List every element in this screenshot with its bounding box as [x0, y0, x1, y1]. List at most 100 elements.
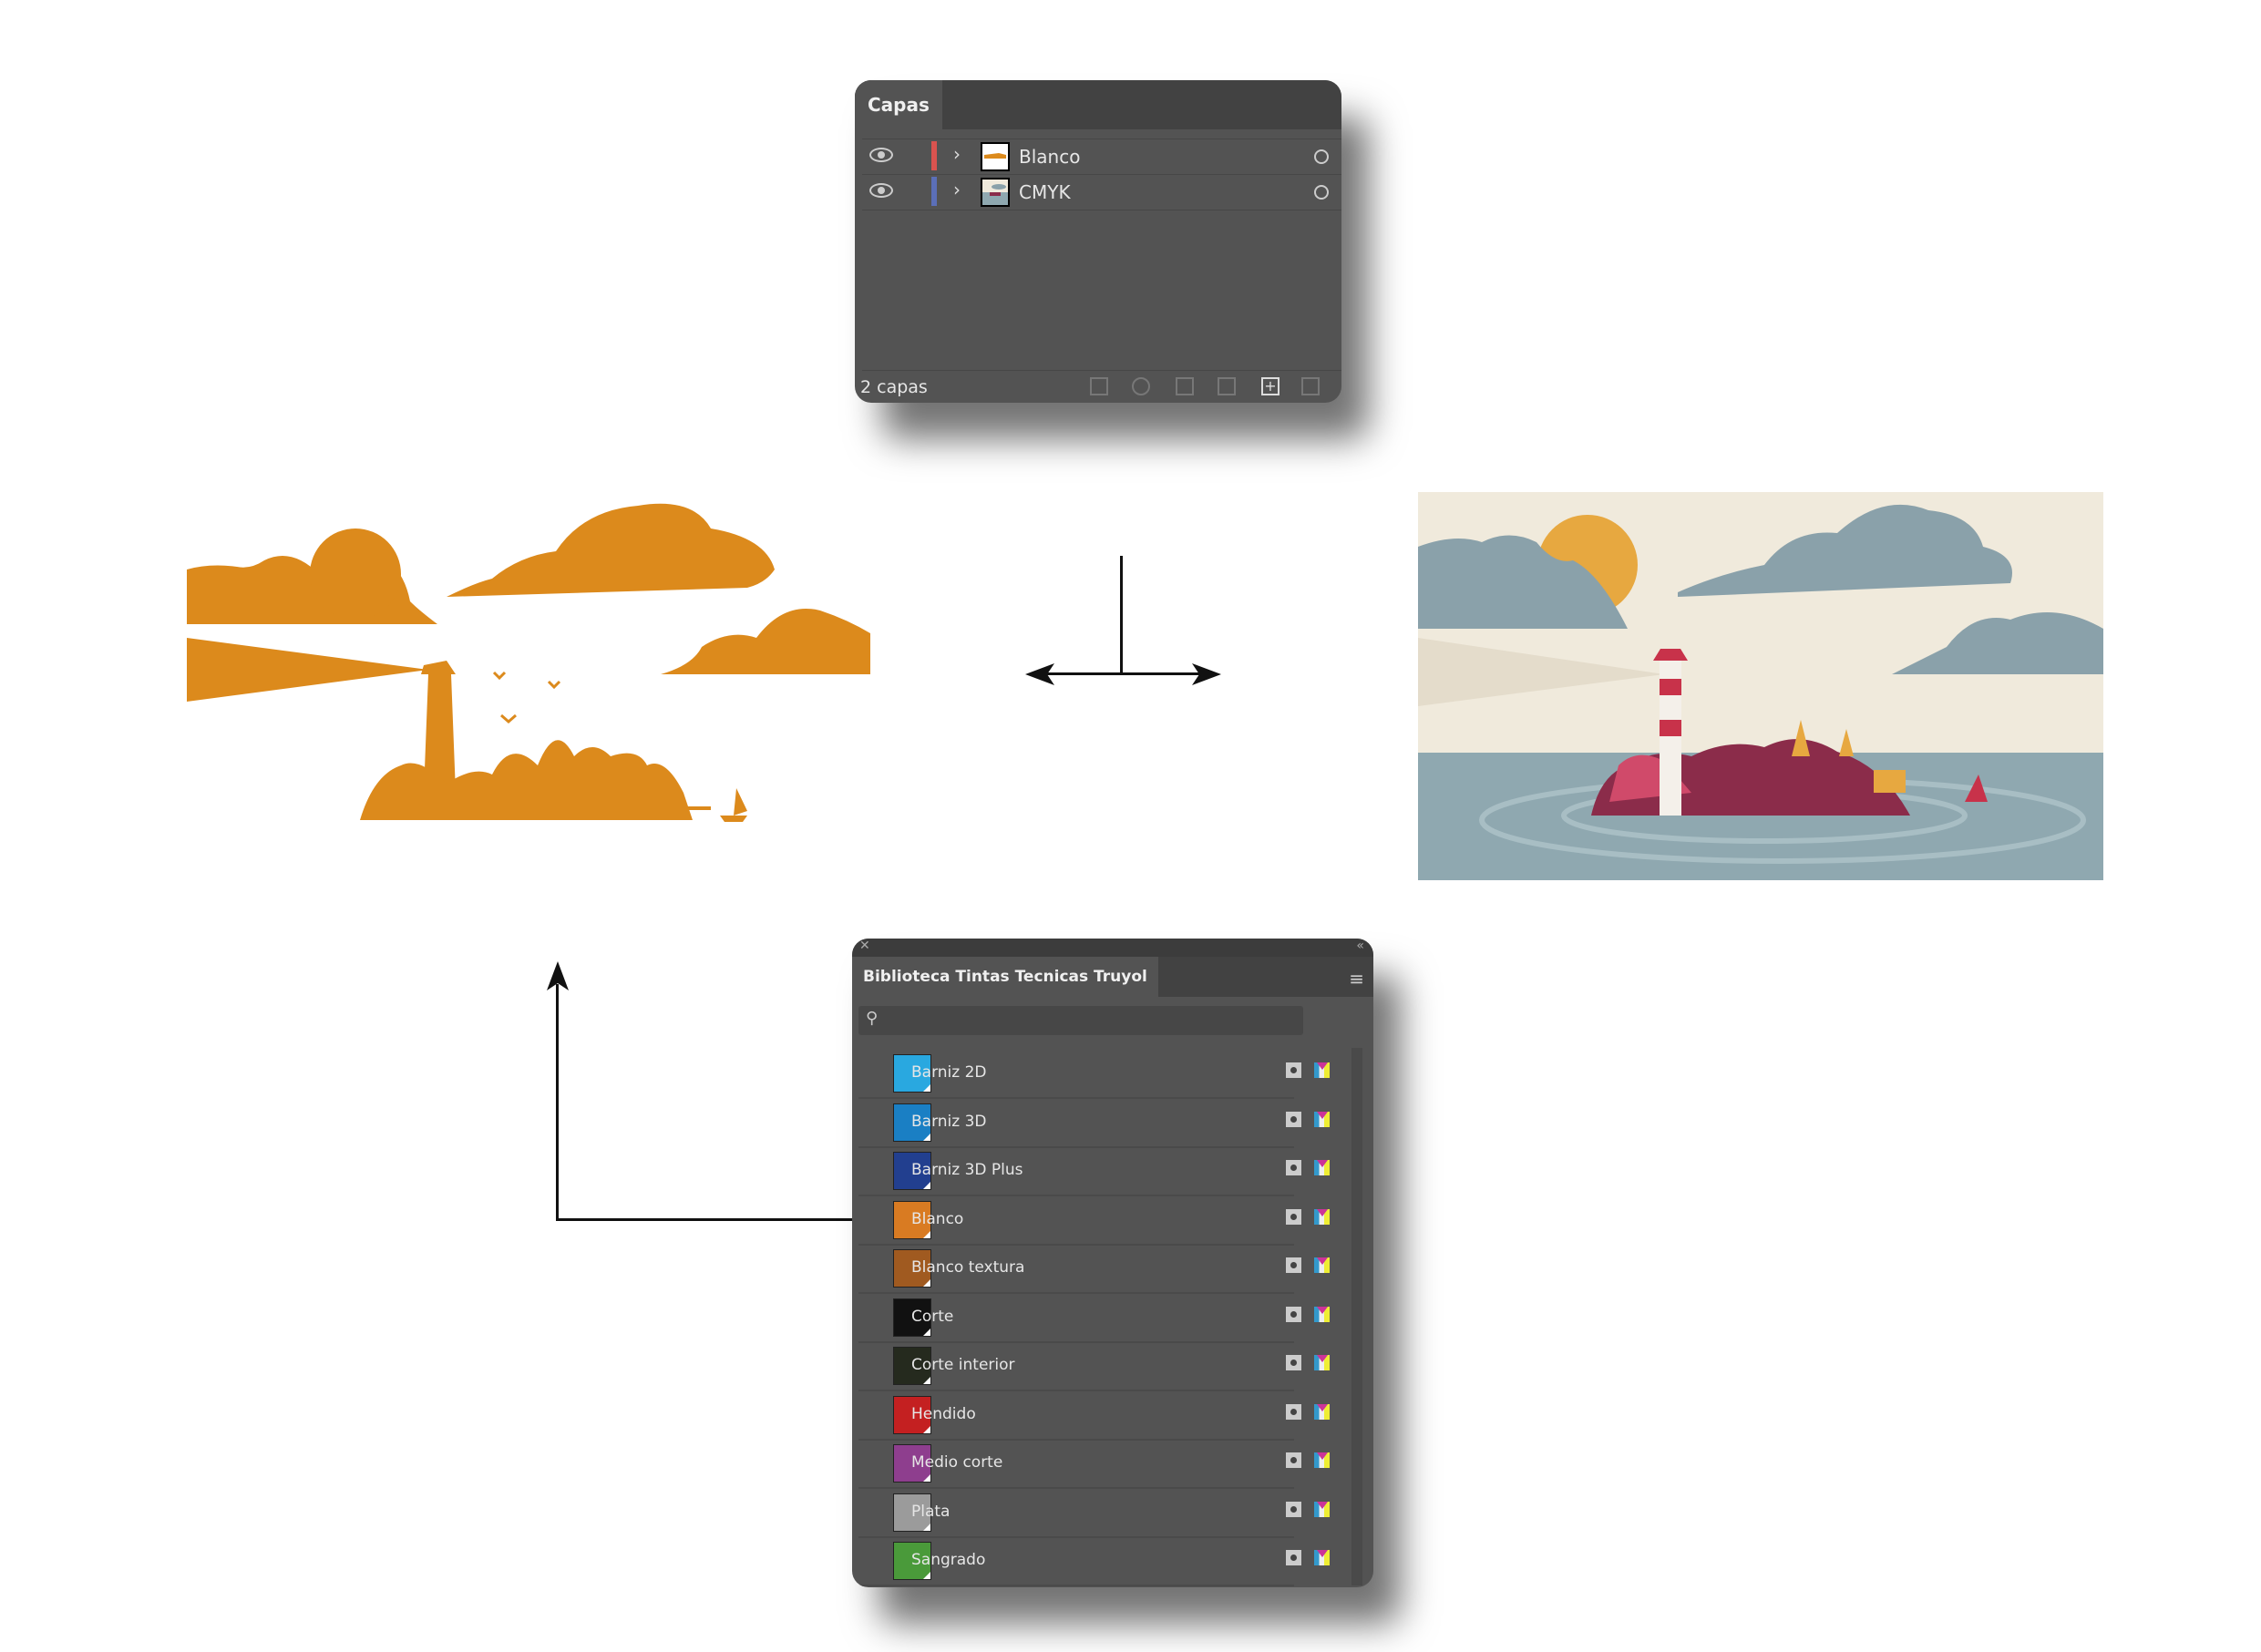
- search-icon[interactable]: [1132, 377, 1150, 395]
- layer-row-blanco[interactable]: › Blanco: [862, 139, 1341, 175]
- silhouette-illustration: [187, 503, 870, 822]
- swatch-row[interactable]: Barniz 2D: [858, 1050, 1330, 1099]
- swatch-name: Blanco textura: [911, 1258, 1025, 1277]
- arrow-stem: [1120, 556, 1123, 674]
- chevron-right-icon[interactable]: ›: [953, 179, 961, 200]
- swatch-row[interactable]: Blanco textura: [858, 1245, 1330, 1294]
- swatch-name: Barniz 2D: [911, 1063, 987, 1082]
- swatch-row[interactable]: Plata: [858, 1489, 1330, 1538]
- search-input[interactable]: ⚲: [858, 1006, 1303, 1035]
- swatch-name: Corte: [911, 1307, 954, 1326]
- swatch-color: [893, 1444, 931, 1483]
- swatch-color: [893, 1542, 931, 1580]
- swatch-color: [893, 1347, 931, 1385]
- swatch-name: Plata: [911, 1502, 951, 1521]
- cloud: [1892, 612, 2103, 674]
- swatch-color: [893, 1152, 931, 1190]
- close-icon[interactable]: ✕: [859, 939, 870, 953]
- cmyk-mode-icon: [1314, 1160, 1330, 1175]
- layers-panel: Capas › Blanco › CMYK 2 capas +: [855, 80, 1341, 403]
- swatch-name: Medio corte: [911, 1453, 1003, 1472]
- swatch-name: Barniz 3D Plus: [911, 1161, 1023, 1179]
- spot-color-icon: [1286, 1501, 1301, 1517]
- cmyk-mode-icon: [1314, 1208, 1330, 1225]
- eye-icon[interactable]: [869, 148, 893, 162]
- light-beam: [1418, 638, 1664, 706]
- clipping-mask-icon[interactable]: [1176, 377, 1194, 395]
- swatch-color: [893, 1103, 931, 1142]
- cmyk-mode-icon: [1314, 1355, 1330, 1370]
- swatch-color: [893, 1054, 931, 1093]
- cmyk-mode-icon: [1314, 1257, 1330, 1273]
- swatch-row[interactable]: Sangrado: [858, 1537, 1330, 1586]
- chevron-right-icon[interactable]: ›: [953, 143, 961, 165]
- arrow-horizontal: [556, 1218, 875, 1221]
- cmyk-mode-icon: [1314, 1501, 1330, 1517]
- spot-color-icon: [1286, 1403, 1301, 1420]
- target-icon[interactable]: [1314, 149, 1329, 164]
- export-icon[interactable]: [1090, 377, 1108, 395]
- swatch-row[interactable]: Medio corte: [858, 1440, 1330, 1489]
- birds: [492, 671, 561, 723]
- layer-color-bar: [931, 177, 937, 206]
- swatch-name: Barniz 3D: [911, 1112, 987, 1131]
- boat-shape: [720, 788, 747, 822]
- new-layer-icon[interactable]: +: [1261, 377, 1280, 395]
- divider: [862, 370, 1341, 371]
- layer-name[interactable]: CMYK: [1019, 181, 1071, 203]
- cloud: [1678, 504, 2012, 597]
- spot-color-icon: [1286, 1306, 1301, 1322]
- swatch-row[interactable]: Barniz 3D: [858, 1099, 1330, 1148]
- panel-title-bar: ✕ «: [852, 939, 1373, 957]
- light-beam: [187, 638, 428, 702]
- swatch-library-panel: ✕ « Biblioteca Tintas Tecnicas Truyol ≡ …: [852, 939, 1373, 1587]
- arrow-head-up: [547, 961, 569, 990]
- swatch-color: [893, 1249, 931, 1288]
- tab-capas[interactable]: Capas: [855, 80, 942, 129]
- swatch-name: Blanco: [911, 1209, 964, 1228]
- layer-row-cmyk[interactable]: › CMYK: [862, 174, 1341, 210]
- layer-count: 2 capas: [860, 377, 928, 397]
- scrollbar[interactable]: [1351, 1048, 1362, 1585]
- cloud: [1418, 535, 1628, 629]
- search-icon: ⚲: [866, 1009, 879, 1028]
- cmyk-mode-icon: [1314, 1452, 1330, 1468]
- swatch-row[interactable]: Corte interior: [858, 1342, 1330, 1391]
- collapse-icon[interactable]: «: [1356, 939, 1364, 953]
- tab-library[interactable]: Biblioteca Tintas Tecnicas Truyol: [852, 957, 1158, 997]
- spot-color-icon: [1286, 1111, 1301, 1127]
- swatch-color: [893, 1298, 931, 1337]
- lighthouse-shape: [421, 661, 456, 793]
- swatch-row[interactable]: Hendido: [858, 1391, 1330, 1441]
- layer-color-bar: [931, 141, 937, 170]
- sun-shape: [310, 528, 401, 620]
- double-arrow-heads: [1025, 663, 1221, 685]
- cloud-shape: [661, 609, 870, 674]
- color-illustration: [1418, 492, 2103, 880]
- swatch-color: [893, 1200, 931, 1239]
- layer-name[interactable]: Blanco: [1019, 146, 1081, 168]
- cloud-shape: [447, 503, 775, 597]
- spot-color-icon: [1286, 1355, 1301, 1370]
- spot-color-icon: [1286, 1208, 1301, 1225]
- eye-icon[interactable]: [869, 183, 893, 198]
- new-sublayer-icon[interactable]: [1218, 377, 1236, 395]
- menu-icon[interactable]: ≡: [1349, 968, 1364, 990]
- island-shape: [360, 740, 693, 820]
- swatch-row[interactable]: Corte: [858, 1294, 1330, 1343]
- spot-color-icon: [1286, 1452, 1301, 1468]
- swatch-row[interactable]: Blanco: [858, 1196, 1330, 1246]
- trash-icon[interactable]: [1301, 377, 1320, 395]
- cmyk-mode-icon: [1314, 1403, 1330, 1420]
- cmyk-mode-icon: [1314, 1306, 1330, 1322]
- arrow-horizontal: [1034, 672, 1209, 675]
- swatch-name: Sangrado: [911, 1551, 986, 1569]
- spot-color-icon: [1286, 1062, 1301, 1078]
- swatch-row[interactable]: Barniz 3D Plus: [858, 1147, 1330, 1196]
- arrow-vertical: [556, 984, 559, 1221]
- spot-color-icon: [1286, 1160, 1301, 1175]
- library-tab-bar: Biblioteca Tintas Tecnicas Truyol ≡: [852, 957, 1373, 997]
- cmyk-mode-icon: [1314, 1062, 1330, 1078]
- target-icon[interactable]: [1314, 185, 1329, 200]
- swatch-name: Hendido: [911, 1404, 976, 1423]
